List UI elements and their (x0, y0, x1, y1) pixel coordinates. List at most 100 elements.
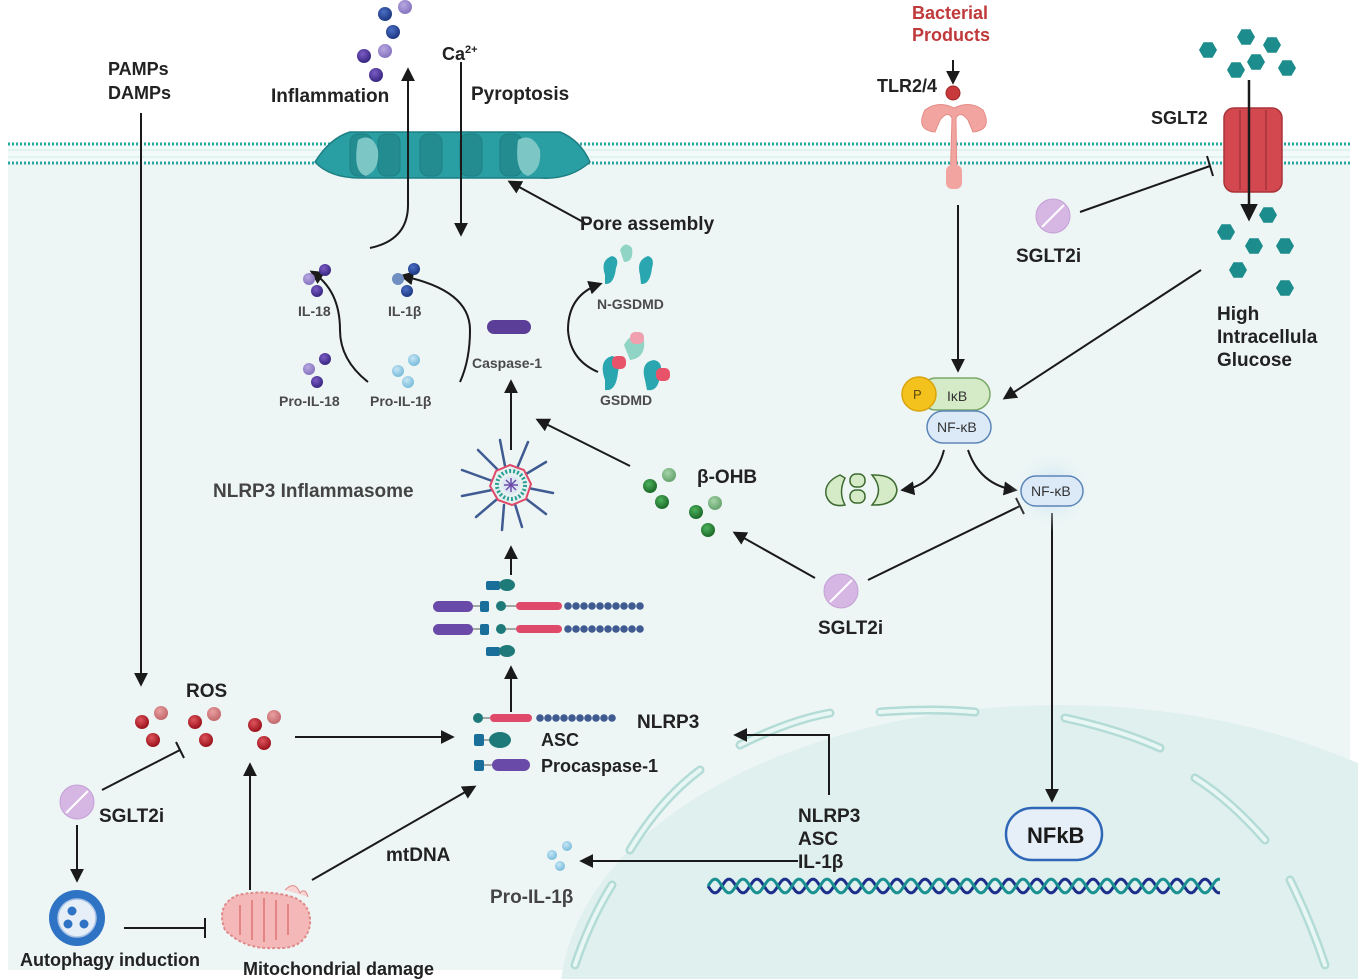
lrr-repeat (544, 714, 552, 722)
lrr-repeat (592, 714, 600, 722)
pore-assembly-label: Pore assembly (580, 214, 715, 235)
n-gsdmd-shape (603, 244, 653, 285)
bacterial-products-label-1: Bacterial (912, 3, 988, 23)
lrr-repeat (612, 625, 620, 633)
nlrp3-inflammasome-label: NLRP3 Inflammasome (213, 481, 414, 502)
lrr-repeat (620, 625, 628, 633)
lrr-repeat (612, 602, 620, 610)
lrr-repeat (604, 625, 612, 633)
lrr-repeat (568, 714, 576, 722)
glucose-label-1: High (1217, 304, 1259, 325)
tlr-receptor (921, 85, 987, 189)
nfkb-complex-label: NF-κB (937, 419, 977, 435)
inflammation-label: Inflammation (271, 86, 389, 107)
glucose-hexagon (1217, 224, 1235, 240)
caspase1-label: Caspase-1 (472, 355, 542, 371)
lrr-repeat (588, 602, 596, 610)
sglt2i-label-middle: SGLT2i (818, 618, 883, 639)
nuclear-nfkb-label: NFkB (1027, 823, 1084, 848)
lrr-repeat (628, 602, 636, 610)
pro-il1b-dots (392, 354, 420, 388)
sglt2-channel (1223, 107, 1283, 193)
glucose-label-3: Glucose (1217, 350, 1292, 371)
lrr-repeat (600, 714, 608, 722)
sglt2-label: SGLT2 (1151, 108, 1208, 128)
lrr-repeat (564, 625, 572, 633)
extracellular-glucose (1199, 29, 1296, 78)
glucose-hexagon (1263, 37, 1281, 53)
sglt2i-label-left: SGLT2i (99, 806, 164, 827)
mtdna-label: mtDNA (386, 845, 451, 866)
nacht-domain (516, 625, 562, 633)
n-gsdmd-label: N-GSDMD (597, 296, 664, 312)
autophagy-label: Autophagy induction (20, 950, 200, 970)
ikb-nfkb-complex (901, 376, 992, 444)
dna-helix (706, 877, 1220, 895)
gasdermin-pore (314, 131, 591, 179)
tlr-label: TLR2/4 (877, 76, 937, 96)
bacterial-products-label-2: Products (912, 25, 990, 45)
sglt2i-label-top: SGLT2i (1016, 246, 1081, 267)
ikb-label: IκB (947, 388, 967, 404)
gene-label-il1b: IL-1β (798, 852, 843, 873)
damaged-mitochondrion-icon (221, 885, 312, 950)
lrr-repeat (596, 602, 604, 610)
lrr-repeat (560, 714, 568, 722)
gsdmd-label: GSDMD (600, 392, 652, 408)
lrr-repeat (572, 625, 580, 633)
phospho-label: P (913, 387, 922, 402)
damps-label: DAMPs (108, 83, 171, 103)
lrr-repeat (584, 714, 592, 722)
mito-damage-label: Mitochondrial damage (243, 959, 434, 979)
il1b-mature-dots (392, 263, 420, 297)
pro-il18-label: Pro-IL-18 (279, 393, 340, 409)
autophagosome-icon (49, 890, 105, 946)
glucose-hexagon (1276, 238, 1294, 254)
calcium-label: Ca2+ (442, 44, 478, 64)
pro-il18-dots (303, 353, 331, 388)
pro-il1b-label: Pro-IL-1β (370, 393, 432, 409)
nuclear-pro-il1b-label: Pro-IL-1β (490, 887, 573, 908)
gene-label-nlrp3: NLRP3 (798, 806, 860, 827)
lrr-repeat (588, 625, 596, 633)
asc-label: ASC (541, 730, 579, 750)
lrr-repeat (536, 714, 544, 722)
il18-mature-dots (303, 264, 331, 297)
released-cytokines (357, 0, 412, 82)
lrr-repeat (596, 625, 604, 633)
nlrp3-oligomer (433, 579, 644, 657)
glucose-hexagon (1278, 60, 1296, 76)
degraded-ikb (825, 473, 898, 507)
pyroptosis-label: Pyroptosis (471, 84, 569, 105)
free-nfkb (1010, 448, 1094, 532)
intracellular-glucose (1217, 207, 1294, 296)
gene-label-asc: ASC (798, 829, 838, 850)
glucose-hexagon (1199, 42, 1217, 58)
bohb-molecules (643, 468, 722, 537)
inflammasome-components (473, 713, 616, 771)
glucose-hexagon (1245, 238, 1263, 254)
il18-label: IL-18 (298, 303, 331, 319)
lrr-repeat (564, 602, 572, 610)
pamps-label: PAMPs (108, 59, 169, 79)
procaspase1-label: Procaspase-1 (541, 756, 658, 776)
pro-il1b-cytoplasm-dots (547, 841, 572, 871)
nacht-domain (516, 602, 562, 610)
il1b-label: IL-1β (388, 303, 422, 319)
asc-domain (480, 624, 489, 635)
lrr-repeat (604, 602, 612, 610)
nucleus (561, 705, 1358, 979)
sglt2i-pill-left (59, 784, 95, 820)
nuclear-nfkb-box (1004, 806, 1104, 862)
nfkb-free-label: NF-κB (1031, 483, 1071, 499)
lrr-repeat (580, 625, 588, 633)
cell-membrane (8, 142, 1350, 165)
nlrp3-label: NLRP3 (637, 712, 699, 733)
nlrp3-inflammasome-complex (460, 438, 555, 532)
lrr-repeat (628, 625, 636, 633)
lrr-repeat (572, 602, 580, 610)
lrr-repeat (580, 602, 588, 610)
glucose-hexagon (1237, 29, 1255, 45)
glucose-hexagon (1247, 54, 1265, 70)
